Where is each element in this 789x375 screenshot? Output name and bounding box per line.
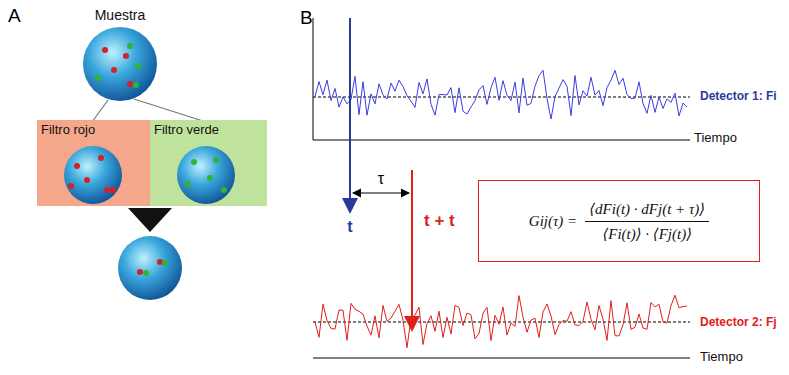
result-sphere (118, 236, 182, 300)
formula-numerator: ⟨dFi(t) · dFj(t + τ)⟩ (585, 200, 709, 221)
time-marker: t + t (424, 212, 455, 231)
time-marker: t (347, 218, 352, 236)
panel-letter: B (300, 8, 313, 29)
sample-label: Muestra (95, 8, 146, 23)
formula-lhs: Gij(τ) = (529, 213, 577, 230)
lag-label: τ (378, 170, 384, 188)
sample-sphere (83, 27, 157, 101)
filter-label: Filtro rojo (37, 120, 154, 139)
green-filter-box: Filtro verde (150, 120, 267, 206)
axis-label: Tiempo (694, 131, 737, 145)
axis-label: Tiempo (700, 350, 743, 364)
formula-box: Gij(τ) = ⟨dFi(t) · dFj(t + τ)⟩⟨Fi(t)⟩ · ⟨… (478, 180, 760, 262)
detector-trace (315, 70, 687, 119)
red-filter-box: Filtro rojo (37, 120, 154, 206)
detector-label: Detector 2: Fj (700, 316, 777, 329)
detector-trace (315, 295, 687, 347)
panel-letter: A (8, 6, 21, 27)
filter-label: Filtro verde (150, 120, 267, 139)
formula-denominator: ⟨Fi(t)⟩ · ⟨Fj(t)⟩ (585, 221, 709, 243)
fraction: ⟨dFi(t) · dFj(t + τ)⟩⟨Fi(t)⟩ · ⟨Fj(t)⟩ (585, 200, 709, 243)
detector-label: Detector 1: Fi (700, 90, 777, 103)
down-arrow (128, 208, 172, 232)
